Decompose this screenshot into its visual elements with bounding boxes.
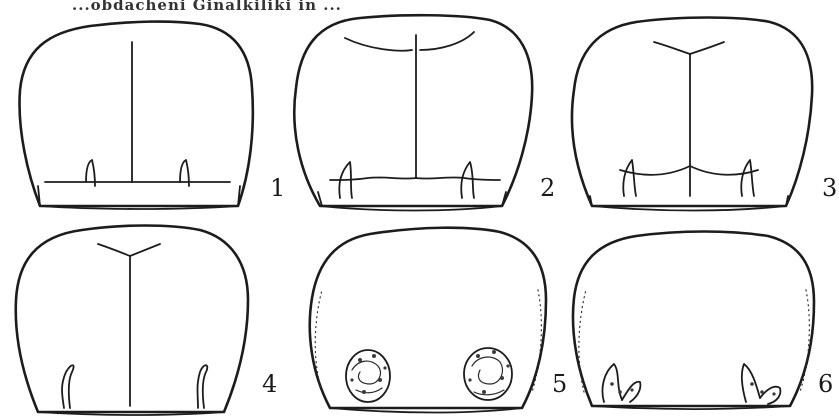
figure-6-right-process	[742, 364, 781, 404]
figure-6-label: 6	[818, 370, 833, 398]
figure-5-left-sclerite	[346, 350, 390, 402]
figure-3-label: 3	[822, 174, 837, 202]
figure-3-basal-line	[620, 166, 758, 175]
figure-3-outline	[572, 18, 812, 207]
caption-text: ...obdacheni Ginalkiliki in ...	[72, 0, 342, 14]
figure-1-label: 1	[270, 174, 285, 202]
figure-2-apical-arc	[345, 32, 474, 51]
figure-6-stipple-edge	[579, 290, 809, 392]
figure-5-label: 5	[552, 370, 567, 398]
figure-5-right-sclerite	[464, 348, 512, 400]
figure-3-right-process	[741, 160, 754, 196]
figure-2-right-process	[461, 162, 474, 198]
figure-2-basal-line	[330, 177, 500, 180]
figure-4-left-process	[62, 365, 74, 408]
figure-6-outline	[573, 232, 814, 407]
figure-4-label: 4	[262, 370, 277, 398]
figure-3: 3	[572, 18, 837, 211]
figure-2: 2	[294, 15, 555, 210]
figure-2-label: 2	[540, 174, 555, 202]
figure-4-right-process	[198, 365, 208, 408]
figure-1-outline	[20, 22, 253, 206]
figure-6-left-process	[602, 364, 640, 402]
figure-2-base-band	[318, 192, 506, 211]
figure-3-apical-forks	[654, 42, 724, 54]
figure-4: 4	[16, 226, 278, 416]
figure-3-base-band	[590, 196, 788, 211]
figure-6: 6	[573, 232, 833, 410]
figure-4-outline	[16, 226, 248, 413]
figure-5: 5	[310, 228, 568, 413]
figure-1: 1	[20, 22, 286, 209]
figure-4-apical-forks	[98, 244, 160, 256]
figure-5-stipple-edge	[315, 290, 541, 392]
figure-3-left-process	[623, 160, 636, 196]
